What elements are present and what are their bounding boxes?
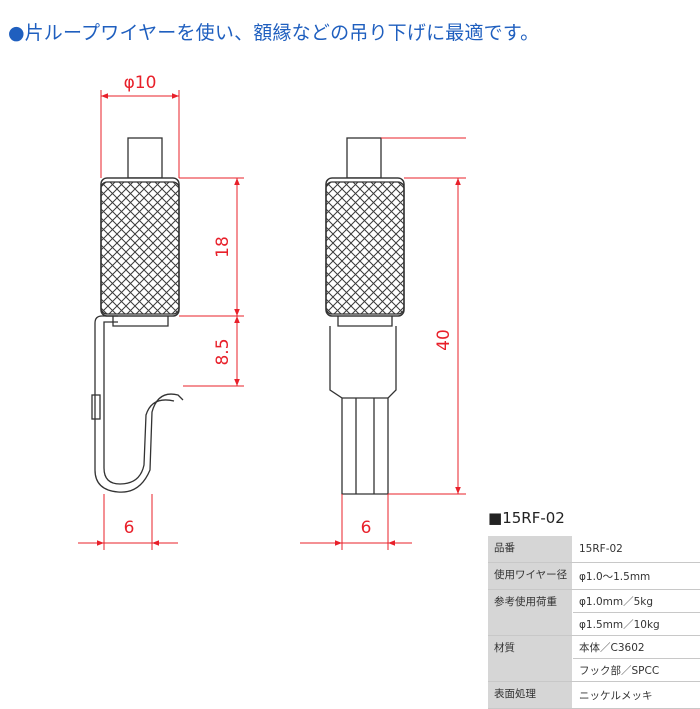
spec-table: 品番 15RF-02 使用ワイヤー径 φ1.0〜1.5mm 参考使用荷重 φ1.… [488, 536, 700, 709]
side-view [326, 138, 404, 494]
side-view-stem [347, 138, 381, 178]
side-view-slot [356, 398, 374, 494]
spec-title-square: ■ [488, 509, 502, 527]
spec-title: ■15RF-02 [488, 509, 565, 527]
spec-value: ニッケルメッキ [573, 682, 700, 709]
dim-18: 18 [213, 236, 233, 258]
hook-view-knurl [101, 182, 179, 314]
spec-value: 本体／C3602 [573, 636, 700, 659]
hook-view-stem [128, 138, 162, 178]
table-row: 参考使用荷重 φ1.0mm／5kg [488, 590, 700, 613]
spec-key: 材質 [488, 636, 573, 682]
hook-view [92, 138, 183, 492]
spec-key: 参考使用荷重 [488, 590, 573, 636]
dim-40: 40 [434, 329, 454, 351]
spec-title-text: 15RF-02 [502, 509, 565, 527]
dim-diameter: φ10 [124, 73, 157, 93]
hook-view-tab [92, 395, 100, 419]
spec-key: 品番 [488, 536, 573, 563]
spec-key: 表面処理 [488, 682, 573, 709]
table-row: 材質 本体／C3602 [488, 636, 700, 659]
spec-value: φ1.0〜1.5mm [573, 563, 700, 590]
dim-width-side: 6 [361, 518, 372, 538]
table-row: 表面処理 ニッケルメッキ [488, 682, 700, 709]
spec-key: 使用ワイヤー径 [488, 563, 573, 590]
table-row: 使用ワイヤー径 φ1.0〜1.5mm [488, 563, 700, 590]
dim-8-5: 8.5 [213, 338, 233, 365]
spec-value: φ1.0mm／5kg [573, 590, 700, 613]
hook-view-collar [113, 316, 168, 326]
side-view-collar [338, 316, 392, 326]
spec-value: 15RF-02 [573, 536, 700, 563]
side-view-lower-body [330, 326, 396, 494]
side-view-knurl [326, 182, 404, 314]
table-row: 品番 15RF-02 [488, 536, 700, 563]
spec-value: フック部／SPCC [573, 659, 700, 682]
hook-view-wire [95, 316, 183, 492]
dim-width-hook: 6 [124, 518, 135, 538]
spec-value: φ1.5mm／10kg [573, 613, 700, 636]
hook-view-wire-inner [104, 322, 174, 484]
